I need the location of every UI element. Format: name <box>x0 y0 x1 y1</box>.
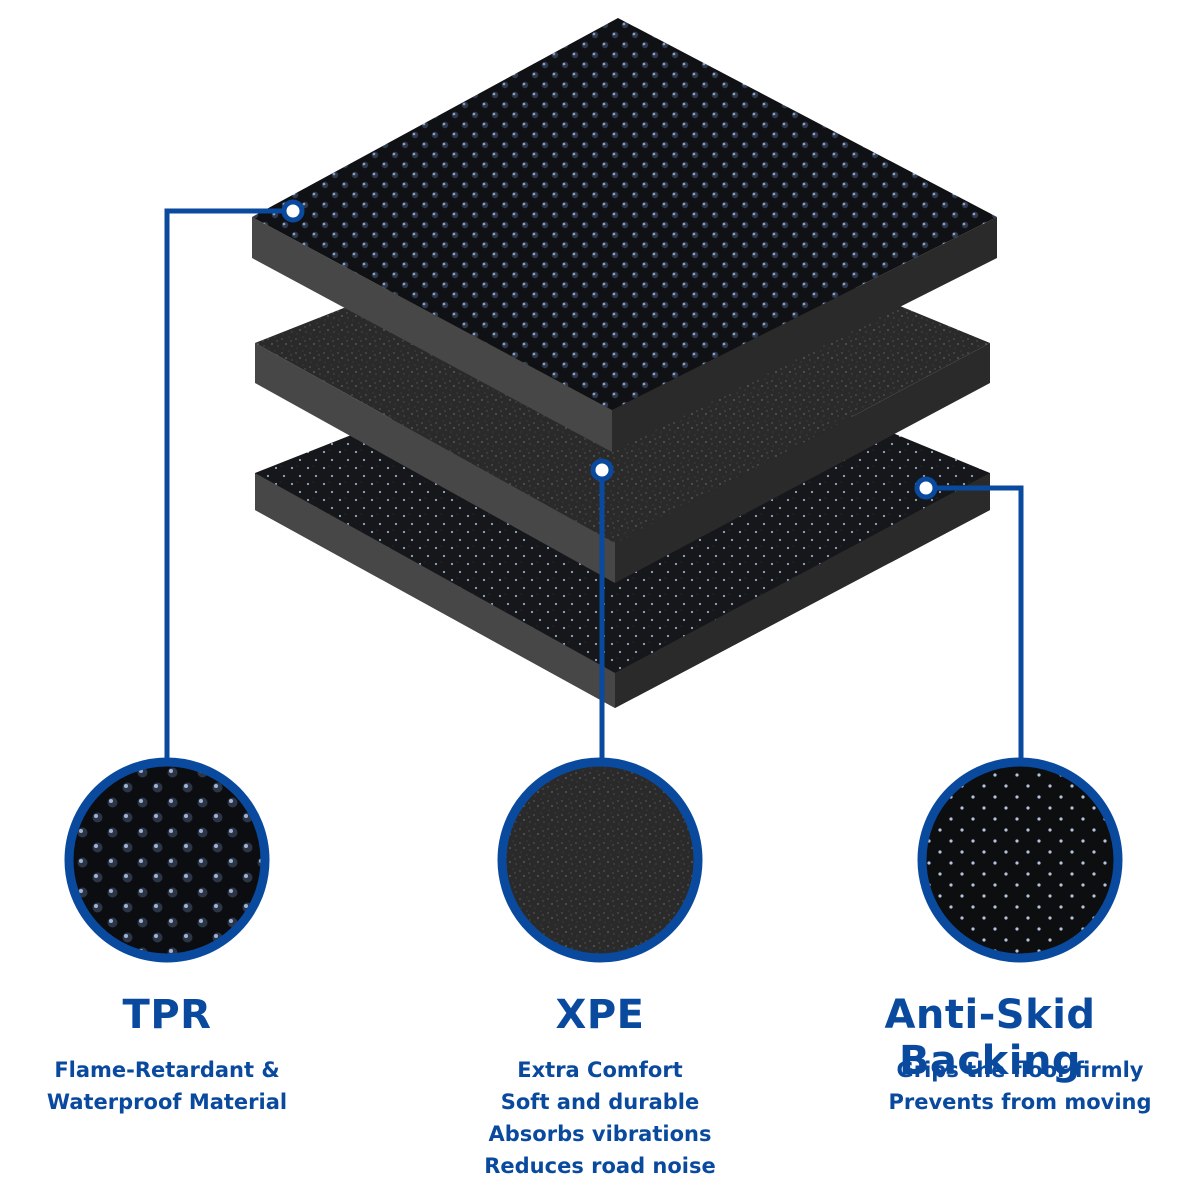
tpr-description-line: Waterproof Material <box>46 1090 288 1114</box>
callout-dots <box>281 199 938 500</box>
xpe-description-line: Soft and durable <box>500 1090 700 1114</box>
xpe-description-line: Absorbs vibrations <box>488 1122 712 1146</box>
backing-description-line: Prevents from moving <box>888 1090 1152 1114</box>
tpr-slab <box>252 18 997 452</box>
xpe-marker-dot <box>590 458 614 482</box>
xpe-title: XPE <box>555 992 645 1038</box>
tpr-zoom-circle <box>64 757 270 963</box>
backing-title: Anti-Skid Backing <box>884 992 1096 1084</box>
xpe-description-line: Extra Comfort <box>517 1058 683 1082</box>
xpe-description: Extra Comfort Soft and durable Absorbs v… <box>450 1054 750 1182</box>
tpr-marker-dot <box>281 199 305 223</box>
xpe-zoom-circle <box>497 757 703 963</box>
backing-description: Grips the floor firmly Prevents from mov… <box>870 1054 1170 1118</box>
tpr-title: TPR <box>122 992 212 1038</box>
backing-zoom-circle <box>917 757 1123 963</box>
backing-marker-dot <box>914 476 938 500</box>
tpr-description-line: Flame-Retardant & <box>54 1058 280 1082</box>
tpr-callout-line <box>164 208 293 762</box>
backing-callout-line <box>926 485 1024 762</box>
backing-description-line: Grips the floor firmly <box>896 1058 1144 1082</box>
tpr-description: Flame-Retardant & Waterproof Material <box>17 1054 317 1118</box>
callout-lines <box>164 208 1024 762</box>
xpe-description-line: Reduces road noise <box>484 1154 716 1178</box>
